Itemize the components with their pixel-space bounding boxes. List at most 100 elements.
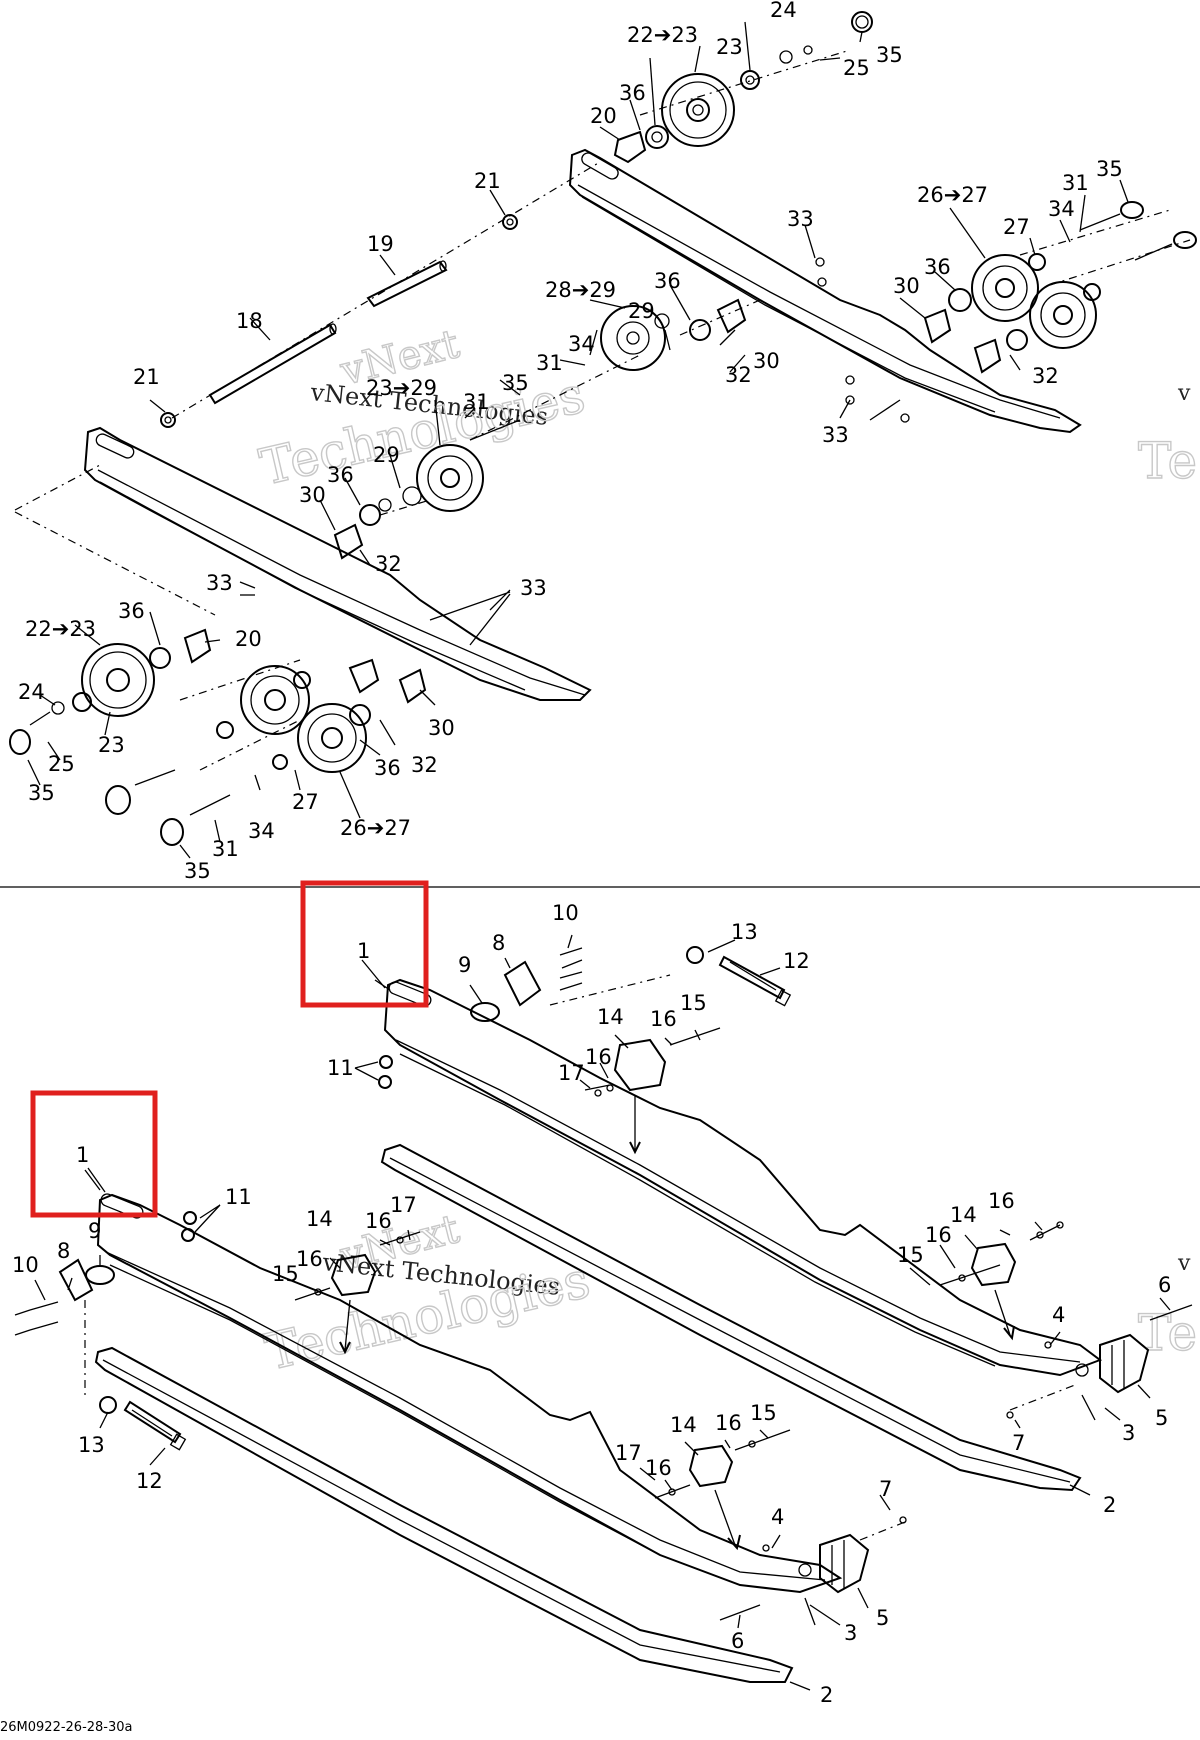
callout-label: 2 — [820, 1683, 833, 1707]
callout-label: 23 — [716, 35, 743, 59]
watermark: vNext vNext Technologies Technologies v … — [254, 320, 1198, 1382]
highlight-box-part-1-front — [30, 1090, 158, 1218]
callout-label: 31 — [1062, 171, 1089, 195]
callout-label: 31 — [536, 351, 563, 375]
callout-label: 15 — [272, 1262, 299, 1286]
wheel-26-27-front — [105, 658, 427, 846]
callout-label: 26➔27 — [340, 816, 411, 840]
callout-label: 12 — [136, 1469, 163, 1493]
callout-label: 14 — [597, 1005, 624, 1029]
callout-label: 7 — [1012, 1431, 1025, 1455]
callout-label: 16 — [296, 1247, 323, 1271]
callout-label: 35 — [1096, 157, 1123, 181]
callout-label: 5 — [1155, 1406, 1168, 1430]
callout-label: 33 — [787, 207, 814, 231]
callout-label: 35 — [876, 43, 903, 67]
callout-label: 22➔23 — [25, 617, 96, 641]
callout-label: 30 — [299, 483, 326, 507]
callout-label: 33 — [520, 576, 547, 600]
slide-2-front — [94, 1346, 794, 1683]
callout-label: 24 — [18, 680, 45, 704]
callout-label: 32 — [375, 552, 402, 576]
callout-label: 3 — [844, 1621, 857, 1645]
callout-label: 16 — [585, 1045, 612, 1069]
callout-label: 36 — [924, 255, 951, 279]
callout-label: 27 — [1003, 215, 1030, 239]
callout-label: 21 — [133, 365, 160, 389]
callout-label: 4 — [1052, 1303, 1065, 1327]
callout-label: 15 — [680, 991, 707, 1015]
front-rail-top — [83, 426, 592, 701]
callout-label: 26➔27 — [917, 183, 988, 207]
bolt-12-back — [686, 946, 792, 1007]
callout-label: 11 — [225, 1185, 252, 1209]
callout-label: 13 — [731, 920, 758, 944]
callout-label: 36 — [619, 81, 646, 105]
callout-label: 31 — [463, 390, 490, 414]
callout-label: 20 — [590, 104, 617, 128]
callout-label: 16 — [650, 1007, 677, 1031]
callout-label: 16 — [365, 1209, 392, 1233]
callout-label: 16 — [645, 1456, 672, 1480]
callout-label: 10 — [552, 901, 579, 925]
callout-label: 32 — [725, 363, 752, 387]
watermark-edge-te-top: Te — [1138, 432, 1197, 490]
callout-label: 33 — [206, 571, 233, 595]
watermark-edge-v-bottom: v — [1177, 1251, 1191, 1276]
callout-label: 17 — [615, 1441, 642, 1465]
callout-label: 30 — [428, 716, 455, 740]
callout-label: 17 — [390, 1193, 417, 1217]
callout-label: 29 — [628, 299, 655, 323]
callout-label: 18 — [236, 309, 263, 333]
leader-lines-top — [27, 21, 1129, 859]
callout-label: 34 — [1048, 197, 1075, 221]
callout-label: 6 — [731, 1629, 744, 1653]
callout-label: 15 — [897, 1243, 924, 1267]
wear-pads-14 — [330, 1038, 1017, 1488]
shaft-19 — [366, 260, 448, 308]
leader-lines-bottom — [34, 934, 1171, 1691]
wheel-23-29-front — [333, 419, 521, 560]
reference-code: 26M0922-26-28-30a — [0, 1720, 133, 1735]
axis-lines-bottom — [84, 974, 1076, 1541]
slide-2-back — [380, 1143, 1082, 1492]
callout-label: 24 — [770, 0, 797, 22]
callout-label: 36 — [327, 463, 354, 487]
bolt-12-front — [99, 1396, 187, 1451]
watermark-edge-v-top: v — [1177, 381, 1191, 406]
front-rail-bottom — [96, 1193, 843, 1594]
callouts-bottom: 10 13 1 8 9 12 14 16 15 11 16 17 1 11 17… — [12, 901, 1171, 1707]
callout-label: 25 — [48, 752, 75, 776]
callout-label: 9 — [458, 953, 471, 977]
callout-label: 21 — [474, 169, 501, 193]
callout-label: 34 — [248, 819, 275, 843]
callout-label: 32 — [411, 753, 438, 777]
callout-label: 20 — [235, 627, 262, 651]
callouts-top: 24 22➔23 23 35 25 36 20 21 19 33 26➔27 3… — [18, 0, 1123, 883]
shaft-18 — [208, 323, 337, 405]
callout-label: 11 — [327, 1056, 354, 1080]
callout-label: 2 — [1103, 1493, 1116, 1517]
callout-label: 30 — [893, 274, 920, 298]
wheel-22-23-front — [9, 628, 212, 755]
callout-label: 19 — [367, 232, 394, 256]
callout-label: 35 — [502, 371, 529, 395]
callout-label: 16 — [988, 1189, 1015, 1213]
callout-label: 22➔23 — [627, 23, 698, 47]
callout-label: 28➔29 — [545, 278, 616, 302]
callout-label: 32 — [1032, 364, 1059, 388]
callout-label: 14 — [950, 1203, 977, 1227]
callout-label: 16 — [715, 1411, 742, 1435]
callout-label: 36 — [118, 599, 145, 623]
back-rail-bottom — [383, 978, 1103, 1377]
callout-label: 29 — [373, 443, 400, 467]
callout-label: 13 — [78, 1433, 105, 1457]
back-rail-top — [568, 148, 1082, 434]
callout-label: 3 — [1122, 1421, 1135, 1445]
callout-label: 14 — [670, 1413, 697, 1437]
end-cap-5-back — [1075, 1333, 1150, 1394]
callout-label: 36 — [654, 269, 681, 293]
arrows-bottom — [339, 1095, 1015, 1551]
callout-label: 33 — [822, 423, 849, 447]
